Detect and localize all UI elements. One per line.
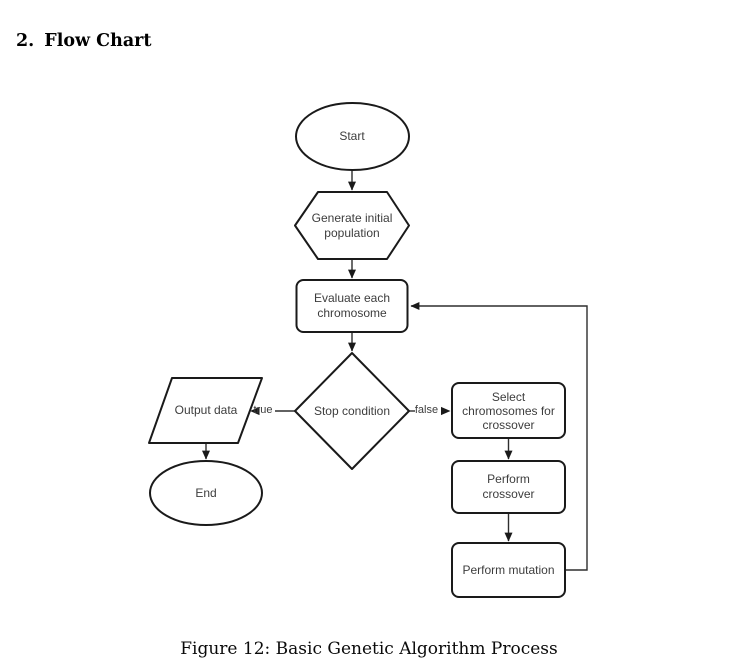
node-perform-crossover bbox=[451, 460, 566, 514]
figure-caption: Figure 12: Basic Genetic Algorithm Proce… bbox=[180, 639, 558, 659]
true-arrowhead-icon bbox=[250, 406, 260, 416]
edge-mutation-to-evaluate-loop bbox=[410, 302, 588, 571]
section-number: 2. bbox=[16, 31, 35, 51]
output-data-label: Output data bbox=[174, 403, 238, 417]
start-label: Start bbox=[339, 129, 365, 143]
end-label: End bbox=[195, 485, 217, 500]
perform-crossover-label: Perform crossover bbox=[482, 472, 535, 501]
generate-initial-population-label: Generate initial population bbox=[311, 210, 393, 240]
stop-condition-label: Stop condition bbox=[313, 403, 391, 418]
node-output-data bbox=[148, 377, 263, 444]
perform-mutation-label: Perform mutation bbox=[462, 562, 555, 577]
section-title: Flow Chart bbox=[44, 31, 152, 51]
node-end bbox=[149, 460, 263, 526]
node-generate-initial-population bbox=[294, 191, 410, 260]
true-edge-label: true bbox=[253, 404, 273, 416]
section-heading: 2. Flow Chart bbox=[16, 31, 151, 51]
node-evaluate-each-chromosome bbox=[295, 279, 409, 333]
node-stop-condition bbox=[294, 352, 410, 470]
false-arrowhead-icon bbox=[441, 406, 451, 416]
evaluate-each-chromosome-label: Evaluate each chromosome bbox=[313, 291, 391, 320]
false-edge-label: false bbox=[414, 404, 439, 416]
node-perform-mutation bbox=[451, 542, 566, 598]
node-select-chromosomes-for-crossover bbox=[451, 382, 566, 439]
select-chromosomes-for-crossover-label: Select chromosomes for crossover bbox=[462, 389, 555, 432]
node-start bbox=[295, 102, 410, 171]
